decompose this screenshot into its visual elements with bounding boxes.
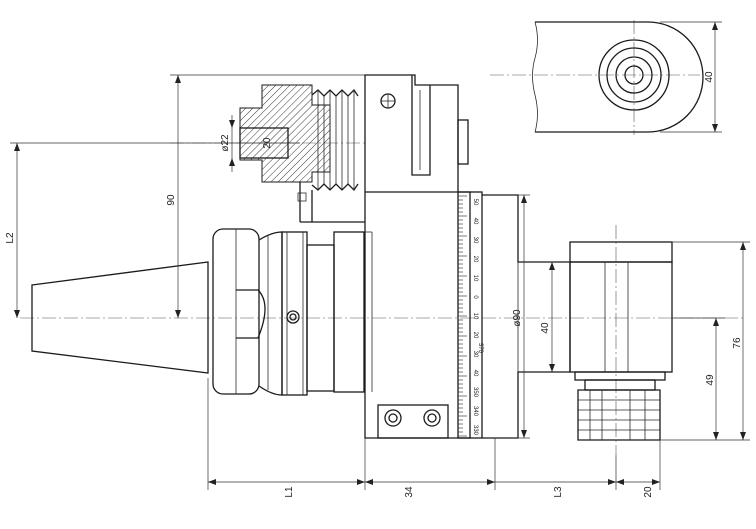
scale-label-370: 370 [477, 343, 483, 354]
scale-label: 30 [472, 351, 478, 358]
dimension-lines [10, 74, 750, 490]
dim-76: 76 [732, 337, 743, 349]
dim-L1: L1 [284, 486, 295, 498]
dim-L3: L3 [553, 486, 564, 498]
scale-labels: 50 40 30 20 10 0 10 20 30 40 350 340 330 [472, 199, 478, 436]
scale-label: 10 [472, 275, 478, 282]
dim-40-top: 40 [704, 71, 715, 83]
dim-m20: 20 [262, 137, 273, 149]
dim-phi22: ø22 [220, 134, 231, 152]
scale-label: 40 [472, 370, 478, 377]
scale-ticks [458, 195, 467, 437]
top-view [532, 21, 722, 133]
scale-label: 20 [472, 256, 478, 263]
dim-40-mid: 40 [540, 322, 551, 334]
taper-shank [31, 261, 209, 374]
angular-scale: 50 40 30 20 10 0 10 20 30 40 350 340 330 370 [457, 191, 483, 439]
drawbar-section [239, 84, 365, 223]
dim-phi90: ø90 [512, 309, 523, 327]
scale-label: 40 [472, 218, 478, 225]
scale-label: 50 [472, 199, 478, 206]
dimension-labels: L2 90 ø22 20 L1 34 L3 20 ø90 40 76 49 40 [5, 71, 743, 498]
scale-label: 330 [472, 425, 478, 436]
dim-20: 20 [643, 486, 654, 498]
scale-label: 20 [472, 332, 478, 339]
scale-label: 350 [472, 387, 478, 398]
output-housing [482, 194, 571, 439]
scale-label: 10 [472, 313, 478, 320]
dim-34: 34 [404, 486, 415, 498]
dim-49: 49 [705, 374, 716, 386]
scale-label: 0 [472, 295, 478, 299]
flange [212, 228, 365, 396]
angle-head-body [364, 74, 471, 439]
scale-label: 340 [472, 406, 478, 417]
dim-L2: L2 [5, 232, 16, 244]
spindle-head [569, 241, 673, 441]
dim-90: 90 [166, 194, 177, 206]
scale-label: 30 [472, 237, 478, 244]
